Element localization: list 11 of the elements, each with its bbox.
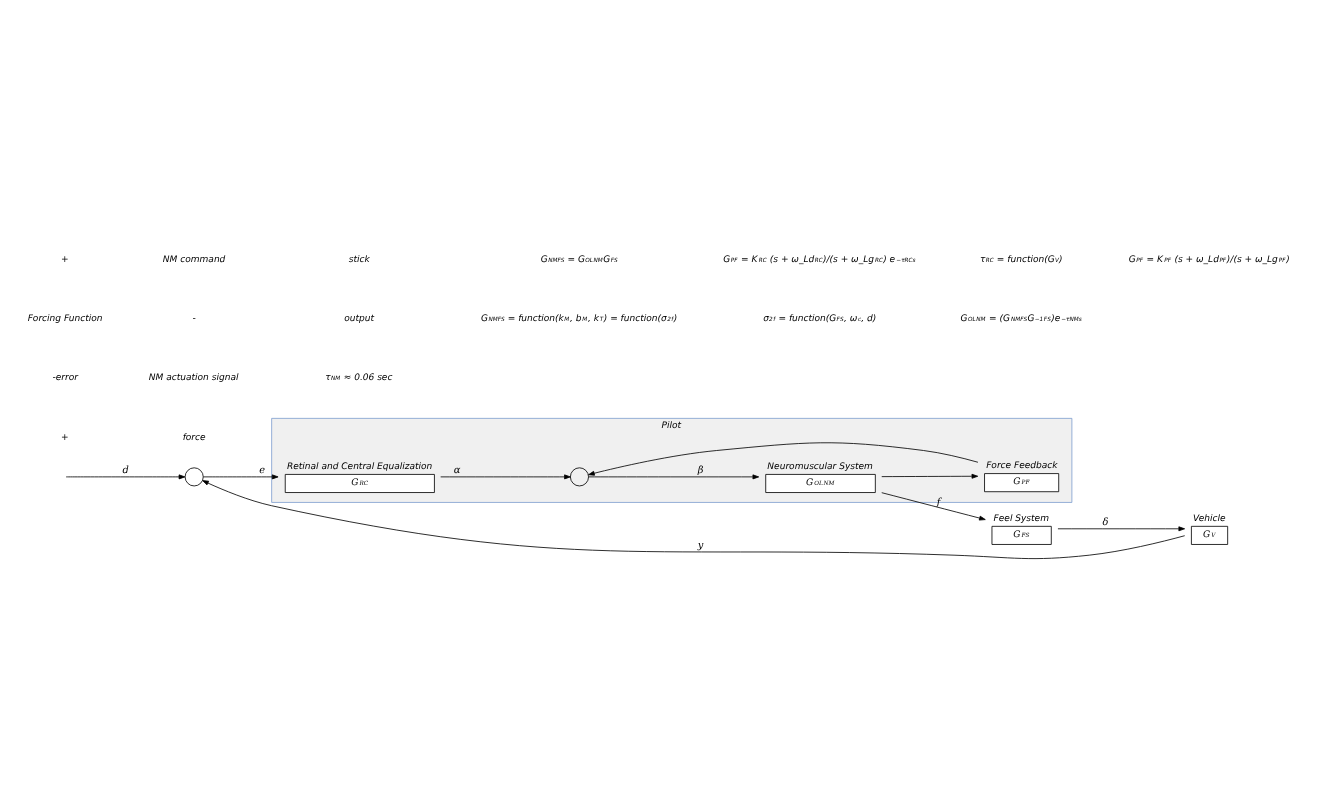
node-circle [570,466,589,486]
arrow [1057,525,1186,531]
arrow [588,473,760,479]
arrow [65,473,186,479]
arrow [881,472,979,478]
node-circle [184,466,204,486]
arrow [440,473,571,479]
arrow [881,491,986,520]
arrow [588,441,979,475]
arrow [202,479,1186,558]
arrow [202,473,279,479]
